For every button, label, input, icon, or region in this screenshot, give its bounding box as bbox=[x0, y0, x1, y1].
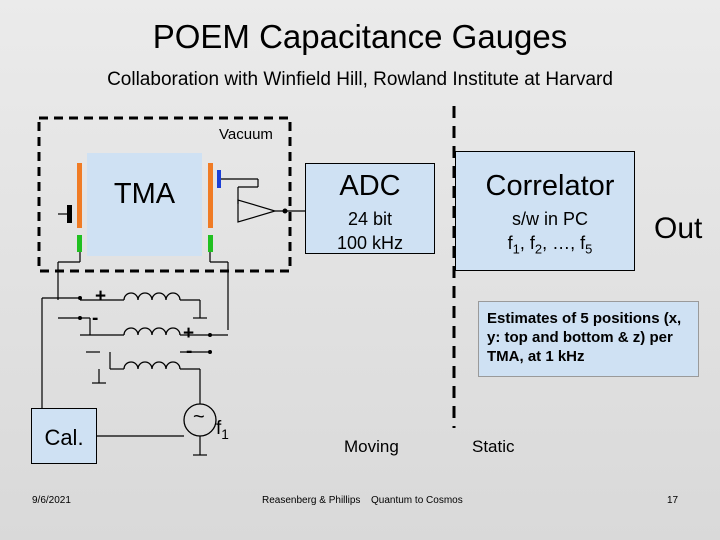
sign-plus-top: + bbox=[95, 286, 107, 307]
footer-page-number: 17 bbox=[667, 495, 679, 506]
sign-minus-top: - bbox=[92, 308, 99, 329]
correlator-software: s/w in PC bbox=[511, 209, 589, 229]
electrode-right-blue bbox=[217, 170, 221, 188]
electrode-left-green bbox=[77, 235, 82, 252]
electrode-left-black bbox=[67, 205, 72, 223]
vacuum-label: Vacuum bbox=[219, 126, 273, 143]
adc-box bbox=[305, 163, 435, 254]
correlator-title: Correlator bbox=[485, 170, 615, 202]
electrode-right-green bbox=[208, 235, 213, 252]
adc-rate: 100 kHz bbox=[336, 233, 404, 253]
footer-date: 9/6/2021 bbox=[32, 495, 71, 506]
page-subtitle: Collaboration with Winfield Hill, Rowlan… bbox=[107, 69, 613, 90]
electrode-right-orange bbox=[208, 163, 213, 228]
footer-authors: Reasenberg & Phillips bbox=[262, 495, 361, 506]
tma-box bbox=[87, 153, 202, 256]
adc-title: ADC bbox=[339, 170, 401, 202]
page-title: POEM Capacitance Gauges bbox=[152, 18, 568, 55]
cal-box bbox=[31, 408, 97, 464]
static-label: Static bbox=[472, 437, 515, 456]
out-label: Out bbox=[654, 212, 703, 245]
sign-plus-mid: + bbox=[183, 323, 195, 344]
adc-bits: 24 bit bbox=[347, 209, 393, 229]
sign-minus-mid: - bbox=[186, 341, 193, 362]
correlator-box bbox=[455, 151, 635, 271]
coil-mid bbox=[123, 327, 181, 336]
ac-source-symbol: ~ bbox=[193, 406, 205, 428]
footer-event: Quantum to Cosmos bbox=[371, 495, 463, 506]
amplifier-triangle bbox=[237, 199, 278, 223]
coil-top bbox=[123, 292, 181, 301]
tma-label: TMA bbox=[113, 178, 176, 210]
moving-label: Moving bbox=[344, 437, 399, 456]
cal-label: Cal. bbox=[44, 425, 84, 450]
coil-bottom bbox=[123, 361, 181, 370]
source-frequency: f1 bbox=[216, 418, 229, 442]
correlator-frequencies: f1, f2, …, f5 bbox=[507, 233, 593, 257]
electrode-left-orange bbox=[77, 163, 82, 228]
vacuum-boundary bbox=[37, 116, 292, 273]
estimates-box: Estimates of 5 positions (x, y: top and … bbox=[478, 301, 699, 377]
